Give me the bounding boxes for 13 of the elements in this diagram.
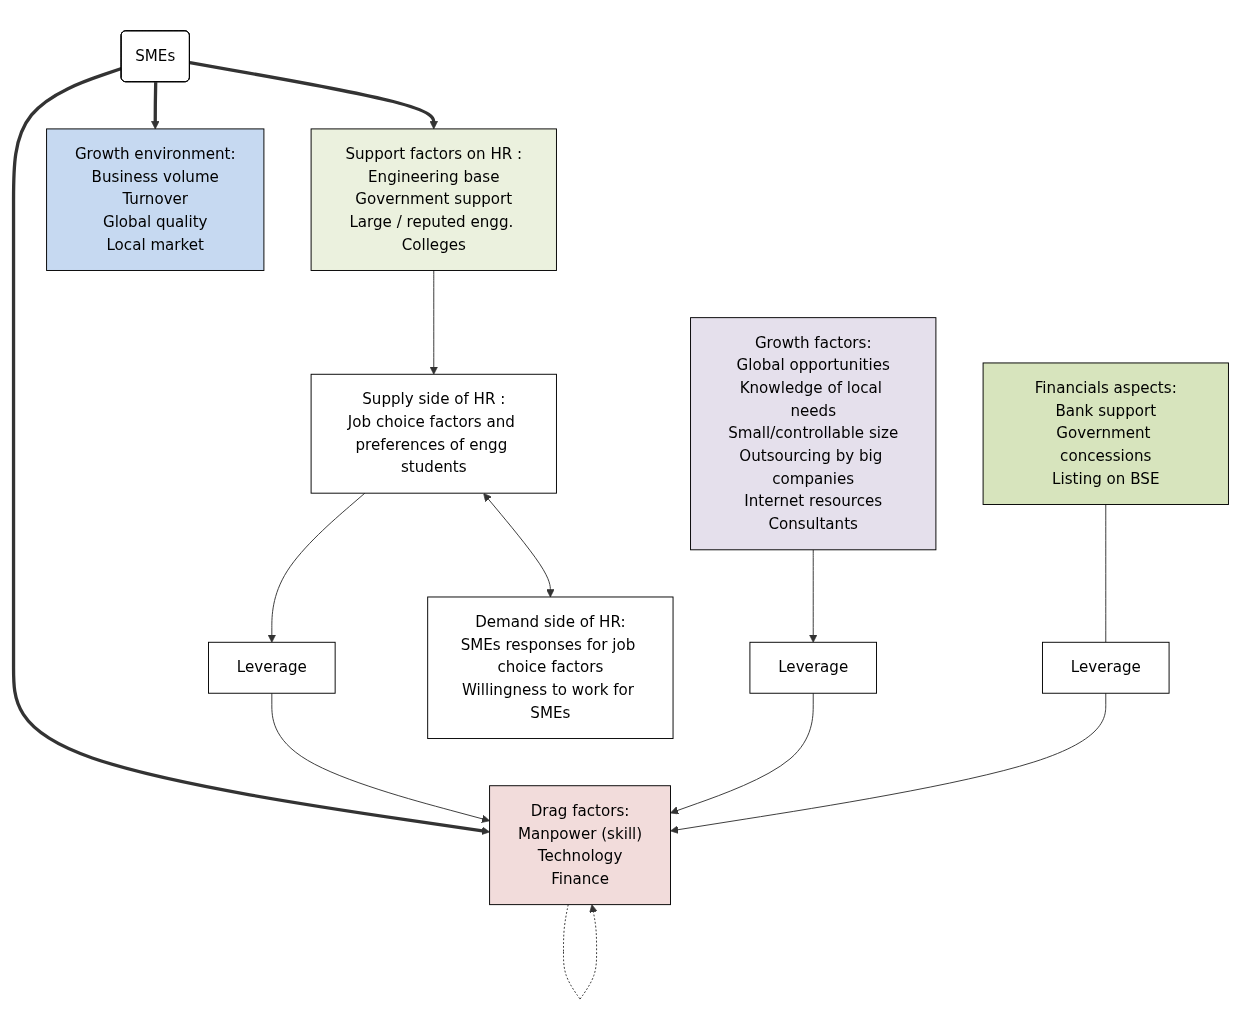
node-box: Financials aspects: Bank support Government concessions Listing on BSE (982, 362, 1229, 505)
node-box: Growth factors: Global opportunities Knowledge of local needs Small/controllable size Outsourcing by big companies Internet resources Consultants (690, 317, 937, 551)
connector (1105, 504, 1107, 643)
arrow (151, 82, 160, 130)
node-box: Drag factors: Manpower (skill) Technology Finance (489, 785, 671, 906)
node-box: Support factors on HR : Engineering base Government support Large / reputed engg. Colleges (310, 128, 557, 271)
node-box: Supply side of HR : Job choice factors and preferences of engg students (310, 373, 557, 494)
node-box: Growth environment: Business volume Turnover Global quality Local market (46, 128, 265, 271)
arrow (189, 61, 438, 130)
node-box: Leverage (1042, 641, 1170, 694)
node-box: Leverage (749, 641, 877, 694)
node-box: Leverage (208, 641, 336, 694)
node-box: Demand side of HR: SMEs responses for job choice factors Willingness to work for SMEs (427, 596, 674, 739)
